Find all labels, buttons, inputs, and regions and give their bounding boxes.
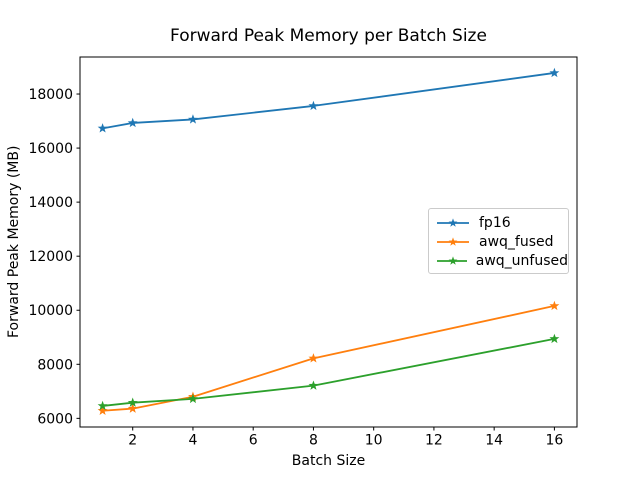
series-line-fp16 xyxy=(102,72,555,130)
x-tick-label: 8 xyxy=(309,433,318,449)
marker-star-fp16 xyxy=(127,117,138,128)
y-axis-label: Forward Peak Memory (MB) xyxy=(6,145,22,339)
marker-star-awq_fused xyxy=(127,403,138,413)
y-tick-label: 10000 xyxy=(28,303,73,319)
legend-label-awq_fused: awq_fused xyxy=(479,233,554,250)
y-tick-label: 18000 xyxy=(28,87,73,103)
marker-star-fp16 xyxy=(188,114,198,124)
marker-star-awq_unfused xyxy=(97,400,108,411)
x-tick-label: 6 xyxy=(249,433,258,449)
legend-line-sample-awq_fused xyxy=(437,236,469,246)
legend-item-awq_unfused: awq_unfused xyxy=(436,251,568,270)
axes-spines xyxy=(79,56,578,428)
x-tick-label: 4 xyxy=(188,433,197,449)
marker-star-fp16 xyxy=(549,67,560,78)
chart-title: Forward Peak Memory per Batch Size xyxy=(170,26,487,46)
marker-star-fp16 xyxy=(97,123,108,133)
legend: fp16 awq_fused awq_unfused xyxy=(428,208,569,274)
x-tick-label: 16 xyxy=(545,433,563,449)
marker-star-awq_unfused xyxy=(308,380,319,390)
legend-item-awq_fused: awq_fused xyxy=(436,232,568,251)
marker-star-awq_fused xyxy=(308,353,319,363)
legend-line-sample-awq_unfused xyxy=(437,255,467,265)
y-tick-label: 6000 xyxy=(37,411,73,427)
marker-star-awq_unfused xyxy=(549,333,560,344)
marker-star-awq_fused xyxy=(97,405,108,415)
marker-star-awq_unfused xyxy=(127,397,138,407)
y-tick-label: 16000 xyxy=(28,141,73,157)
marker-star-fp16 xyxy=(308,100,319,111)
y-tick-label: 14000 xyxy=(28,195,73,211)
x-axis-label: Batch Size xyxy=(291,453,366,469)
x-tick-label: 14 xyxy=(485,433,503,449)
legend-star-icon xyxy=(448,255,458,265)
legend-star-icon xyxy=(448,236,458,246)
legend-item-fp16: fp16 xyxy=(436,213,568,232)
x-tick-label: 12 xyxy=(425,433,443,449)
legend-label-fp16: fp16 xyxy=(479,214,511,231)
series-line-awq_unfused xyxy=(102,338,555,407)
series-line-awq_fused xyxy=(102,305,555,412)
marker-star-awq_unfused xyxy=(188,393,198,404)
x-tick-label: 2 xyxy=(128,433,137,449)
y-tick-label: 12000 xyxy=(28,249,73,265)
marker-star-awq_fused xyxy=(549,300,560,311)
legend-star-icon xyxy=(448,217,458,227)
legend-line-sample-fp16 xyxy=(437,217,469,227)
legend-label-awq_unfused: awq_unfused xyxy=(475,252,568,269)
x-tick-label: 10 xyxy=(365,433,383,449)
y-tick-label: 8000 xyxy=(37,357,73,373)
